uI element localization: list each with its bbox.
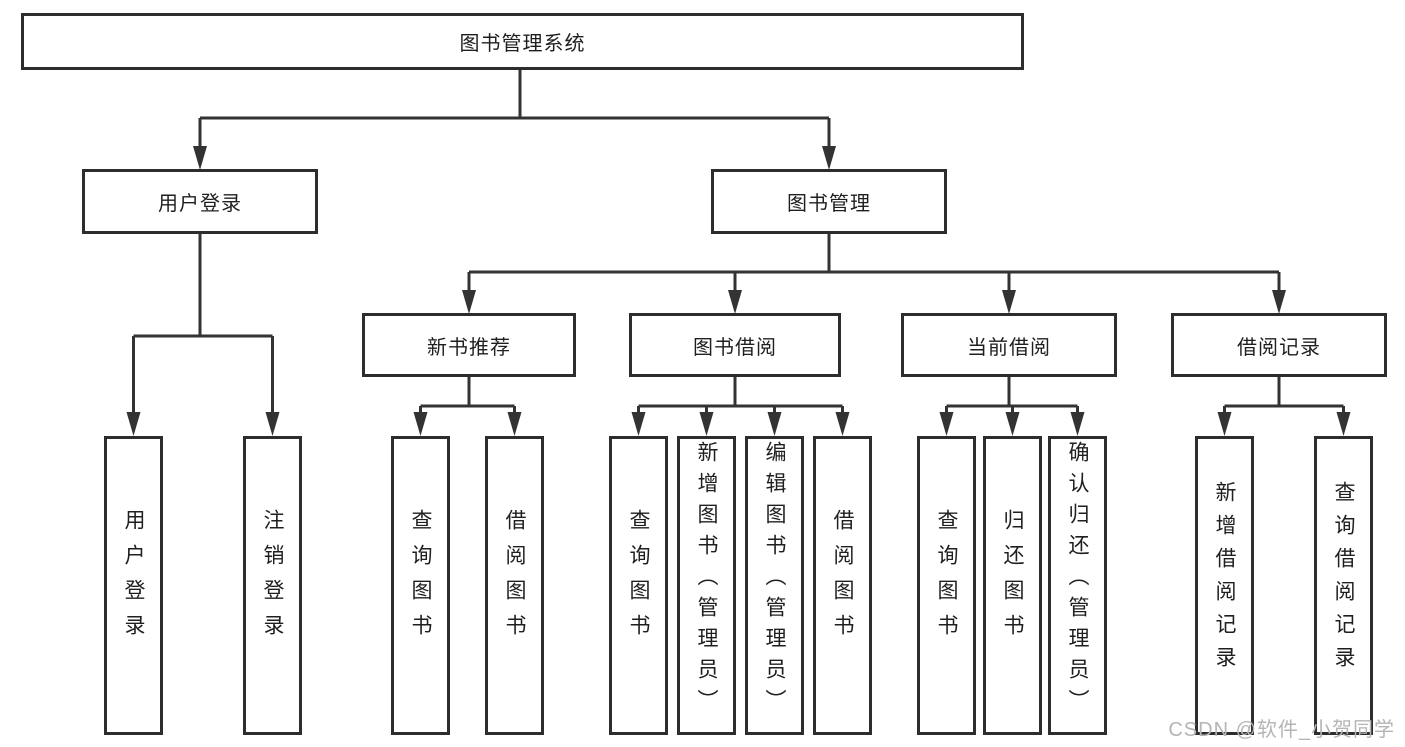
node-label: 图书借阅 bbox=[693, 336, 777, 359]
node-new-book-recommend: 新书推荐 bbox=[362, 313, 576, 377]
leaf-borrow-books: 借阅图书 bbox=[813, 436, 872, 735]
leaf-return-books: 归还图书 bbox=[983, 436, 1042, 735]
leaf-label: 新增图书（管理员） bbox=[695, 441, 718, 720]
leaf-query-borrow-record: 查询借阅记录 bbox=[1314, 436, 1373, 735]
leaf-label: 确认归还（管理员） bbox=[1066, 441, 1089, 720]
leaf-label: 查询图书 bbox=[409, 508, 432, 649]
arrowheads bbox=[126, 146, 1351, 436]
leaf-confirm-return-admin: 确认归还（管理员） bbox=[1048, 436, 1107, 735]
leaf-label: 编辑图书（管理员） bbox=[763, 441, 786, 720]
node-label: 新书推荐 bbox=[427, 336, 511, 359]
leaf-borrow-books: 借阅图书 bbox=[485, 436, 544, 735]
leaf-add-books-admin: 新增图书（管理员） bbox=[677, 436, 736, 735]
node-label: 图书管理系统 bbox=[459, 33, 586, 55]
leaf-query-books: 查询图书 bbox=[391, 436, 450, 735]
node-book-borrow: 图书借阅 bbox=[629, 313, 841, 377]
node-borrow-records: 借阅记录 bbox=[1171, 313, 1387, 377]
leaf-user-login: 用户登录 bbox=[104, 436, 163, 735]
node-library-system: 图书管理系统 bbox=[21, 13, 1024, 70]
leaf-label: 借阅图书 bbox=[831, 508, 854, 649]
node-book-management: 图书管理 bbox=[711, 169, 947, 234]
leaf-query-books: 查询图书 bbox=[917, 436, 976, 735]
node-label: 借阅记录 bbox=[1237, 336, 1321, 359]
leaf-label: 查询借阅记录 bbox=[1332, 480, 1355, 679]
node-current-borrow: 当前借阅 bbox=[901, 313, 1117, 377]
node-label: 当前借阅 bbox=[967, 336, 1051, 359]
leaf-label: 查询图书 bbox=[627, 508, 650, 649]
leaf-label: 借阅图书 bbox=[503, 508, 526, 649]
leaf-label: 注销登录 bbox=[261, 508, 284, 649]
leaf-label: 归还图书 bbox=[1001, 508, 1024, 649]
leaf-add-borrow-record: 新增借阅记录 bbox=[1195, 436, 1254, 735]
node-label: 用户登录 bbox=[158, 193, 242, 215]
leaf-logout: 注销登录 bbox=[243, 436, 302, 735]
node-label: 图书管理 bbox=[787, 193, 871, 215]
csdn-watermark: CSDN @软件_小贺同学 bbox=[1168, 719, 1395, 741]
leaf-label: 新增借阅记录 bbox=[1213, 480, 1236, 679]
leaf-label: 查询图书 bbox=[935, 508, 958, 649]
node-user-login: 用户登录 bbox=[82, 169, 318, 234]
leaf-query-books: 查询图书 bbox=[609, 436, 668, 735]
leaf-label: 用户登录 bbox=[122, 508, 145, 649]
leaf-edit-books-admin: 编辑图书（管理员） bbox=[745, 436, 804, 735]
